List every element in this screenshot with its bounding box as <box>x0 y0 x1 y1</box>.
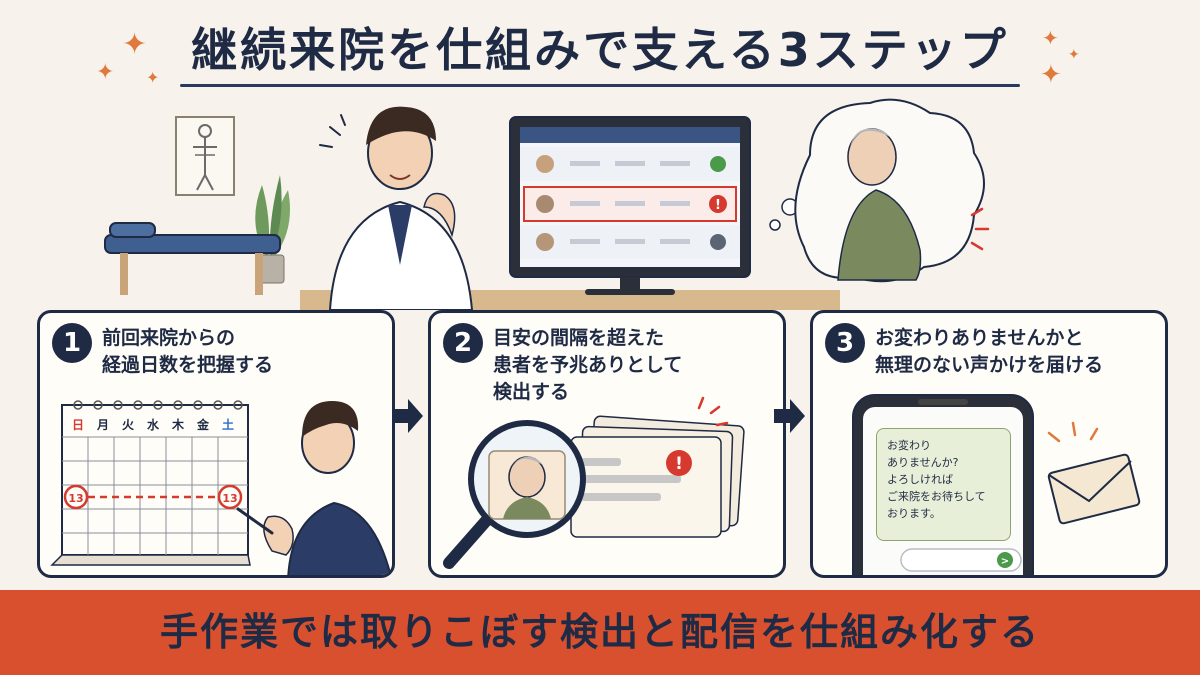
sparkle-icon: ✦ <box>1042 26 1059 50</box>
calendar-end-day: 13 <box>222 492 237 505</box>
skeleton-poster-icon <box>175 116 235 196</box>
svg-text:!: ! <box>675 454 683 474</box>
calendar-rings <box>73 400 243 410</box>
step-3-number: 3 <box>825 323 865 363</box>
step-1-text: 前回来院からの 経過日数を把握する <box>102 327 274 376</box>
summary-banner: 手作業では取りこぼす検出と配信を仕組み化する <box>0 590 1200 675</box>
weekday-tue: 火 <box>122 418 135 432</box>
arrow-right-icon <box>392 399 423 433</box>
weekday-fri: 金 <box>196 417 210 432</box>
weekday-sat: 土 <box>222 417 234 432</box>
monitor-icon: ! <box>509 116 751 295</box>
step-3-text: お変わりありませんかと 無理のない声かけを届ける <box>875 327 1104 376</box>
step-2-text: 目安の間隔を超えた 患者を予兆ありとして 検出する <box>493 327 683 403</box>
step-1-number: 1 <box>52 323 92 363</box>
weekday-thu: 木 <box>171 417 185 432</box>
clinic-scene: ! <box>104 98 990 310</box>
doctor-figure <box>328 106 474 310</box>
banner-text: 手作業では取りこぼす検出と配信を仕組み化する <box>159 610 1040 654</box>
detection-illustration: ! <box>443 396 745 569</box>
page-title: 継続来院を仕組みで支える3ステップ <box>191 23 1009 77</box>
sparkle-icon: ✦ <box>1040 60 1062 90</box>
svg-text:!: ! <box>715 198 721 213</box>
step-2-panel: 2 目安の間隔を超えた 患者を予兆ありとして 検出する ! <box>428 310 786 578</box>
treatment-bed-icon <box>104 222 281 295</box>
step-1-panel: 1 前回来院からの 経過日数を把握する 日 月 火 水 木 金 土 <box>37 310 395 578</box>
message-bubble: お変わり ありませんか? よろしければ ご来院をお待ちして おります。 <box>876 428 1011 541</box>
step-2-number: 2 <box>443 323 483 363</box>
thought-bubble <box>769 98 990 283</box>
weekday-sun: 日 <box>72 418 84 432</box>
alert-icon <box>666 450 692 476</box>
send-icon <box>997 552 1013 568</box>
weekday-wed: 水 <box>147 417 160 432</box>
sparkle-icon: ✦ <box>96 60 115 85</box>
weekday-mon: 月 <box>96 418 109 432</box>
title-underline <box>180 84 1020 87</box>
calendar-illustration: 日 月 火 水 木 金 土 13 13 <box>50 400 392 575</box>
magnifier-icon <box>443 420 586 569</box>
sparkle-icon: ✦ <box>122 27 148 62</box>
sparkle-icon: ✦ <box>1068 47 1080 63</box>
calendar-start-day: 13 <box>68 492 83 505</box>
staff-figure <box>236 401 392 575</box>
step-3-panel: 3 お変わりありませんかと 無理のない声かけを届ける > お変わり ありませんか… <box>810 310 1168 578</box>
envelope-icon <box>1047 421 1141 525</box>
sparkle-icon: ✦ <box>146 68 160 87</box>
arrow-right-icon <box>774 399 805 433</box>
svg-text:>: > <box>1001 556 1009 567</box>
